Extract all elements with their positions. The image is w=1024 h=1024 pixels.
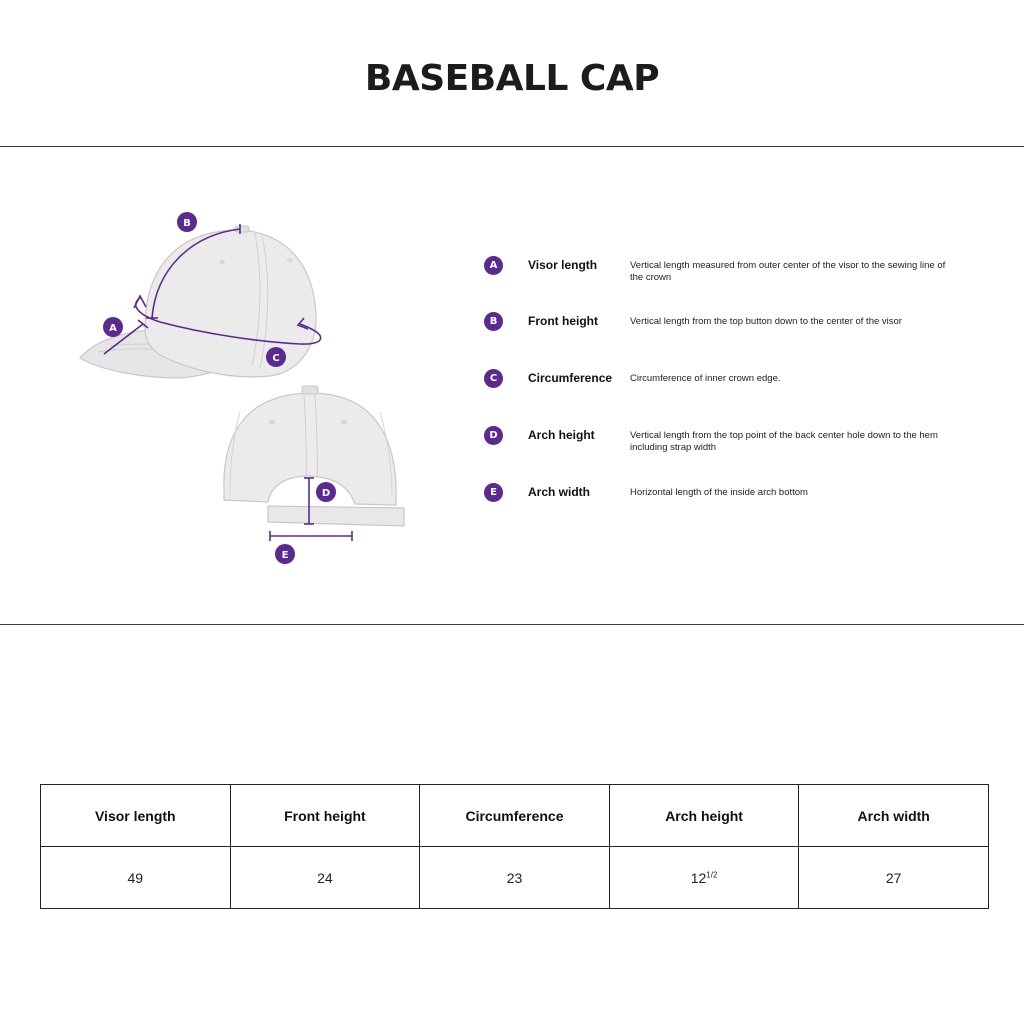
- top-divider: [0, 146, 1024, 147]
- badge-e: E: [275, 544, 295, 564]
- badge-e-text: E: [282, 550, 289, 561]
- legend-badge-e: E: [484, 483, 503, 502]
- middle-divider: [0, 624, 1024, 625]
- header-arch-width: Arch width: [798, 784, 989, 847]
- legend-label: Visor length: [528, 258, 598, 272]
- badge-b-text: B: [183, 218, 191, 229]
- cap-back-crown: [223, 392, 397, 506]
- legend-badge-b: B: [484, 312, 503, 331]
- header-visor-length: Visor length: [40, 784, 231, 847]
- legend-description: Vertical length measured from outer cent…: [630, 260, 946, 283]
- value-arch-width: 27: [798, 846, 989, 909]
- legend-badge-d: D: [484, 426, 503, 445]
- legend-badge-c: C: [484, 369, 503, 388]
- badge-b: B: [177, 212, 197, 232]
- legend-label: Arch height: [528, 428, 595, 442]
- legend-description: Circumference of inner crown edge.: [630, 373, 781, 384]
- legend-description: Vertical length from the top point of th…: [630, 430, 938, 453]
- legend-badge-a: A: [484, 256, 503, 275]
- badge-d-text: D: [322, 488, 330, 499]
- legend-label: Front height: [528, 314, 598, 328]
- size-table: Visor length Front height Circumference …: [40, 784, 989, 909]
- value-arch-height: 12: [690, 869, 707, 886]
- legend-label: Arch width: [528, 485, 590, 499]
- badge-c-text: C: [272, 353, 279, 364]
- value-arch-height-fraction: 1/2: [706, 869, 718, 879]
- badge-d: D: [316, 482, 336, 502]
- cap-front-view: [79, 224, 322, 379]
- badge-a: A: [103, 317, 123, 337]
- header-front-height: Front height: [229, 784, 421, 847]
- legend-description: Vertical length from the top button down…: [630, 316, 902, 327]
- value-circumference: 23: [419, 846, 610, 909]
- cap-back-strap: [267, 505, 405, 527]
- cap-back-view: [223, 385, 405, 541]
- table-header-row: Visor length Front height Circumference …: [40, 784, 989, 847]
- badge-c: C: [266, 347, 286, 367]
- table-row: 49 24 23 121/2 27: [40, 846, 989, 909]
- value-front-height: 24: [229, 846, 421, 909]
- value-arch-height-cell: 121/2: [608, 846, 800, 909]
- page-title: BASEBALL CAP: [364, 58, 660, 99]
- legend-label: Circumference: [528, 371, 613, 385]
- cap-diagram: B A C D E: [79, 212, 405, 564]
- legend-description: Horizontal length of the inside arch bot…: [630, 487, 808, 498]
- value-visor-length: 49: [40, 846, 231, 909]
- badge-a-text: A: [109, 323, 117, 334]
- cap-front-crown: [144, 229, 317, 378]
- header-circumference: Circumference: [419, 784, 610, 847]
- header-arch-height: Arch height: [608, 784, 800, 847]
